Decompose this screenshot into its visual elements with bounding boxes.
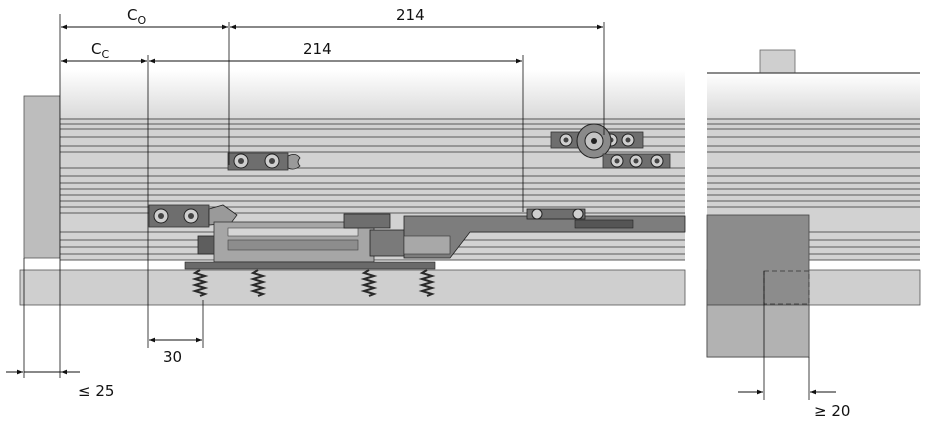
left-dimension-lines [6,14,605,378]
label-lower-214: 214 [303,40,332,58]
drive-mechanism [184,208,686,270]
springs [191,269,436,297]
label-upper-214: 214 [396,6,425,24]
label-max-25: ≤ 25 [78,382,114,400]
top-stub [759,49,796,74]
label-30: 30 [163,348,182,366]
left-assembly: CO 214 CC 214 30 ≤ 25 [6,6,686,400]
profile-top-surface [60,70,685,120]
upper-carriage-right [550,123,671,169]
floor-rail-left [19,269,686,306]
lower-carriage-left [148,204,238,228]
label-min-20: ≥ 20 [814,402,850,420]
middle-carriage [227,152,301,171]
wall-end-block [23,95,61,259]
label-c-open: CO [127,6,146,27]
right-detail-view: ≥ 20 [706,49,921,420]
label-c-closed: CC [91,40,109,61]
